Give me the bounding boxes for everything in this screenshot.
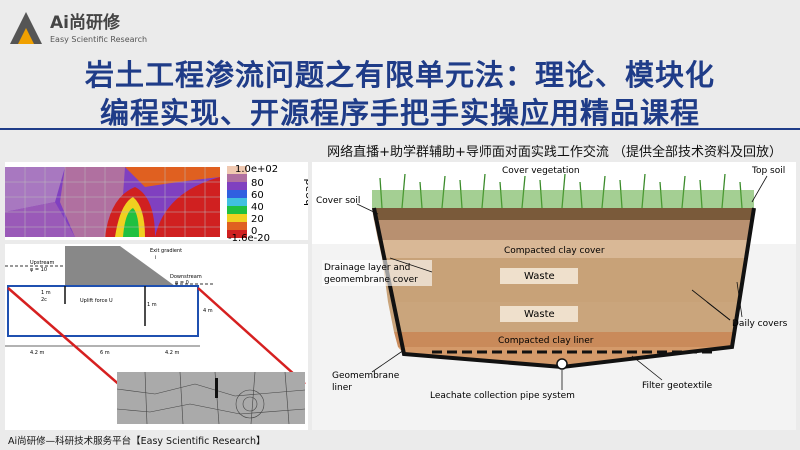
logo-tagline: Easy Scientific Research — [50, 35, 147, 44]
colorbar-label-4: 20 — [251, 214, 264, 225]
dam-dim-6m: 6 m — [100, 350, 110, 356]
dam-upstream: Upstream — [30, 260, 54, 266]
dam-downstream: Downstream — [170, 274, 202, 280]
dam-downstream-phi: φ = 0 — [175, 280, 189, 286]
dam-exit-i: i — [155, 255, 156, 261]
subtitle: 网络直播+助学群辅助+导师面对面实践工作交流 （提供全部技术资料及回放） — [327, 145, 782, 160]
colorbar-swatch — [227, 230, 247, 238]
colorbar-axis-label: head — [302, 179, 308, 206]
label-geomembrane-2: liner — [332, 383, 352, 393]
label-drainage-2: geomembrane cover — [324, 275, 418, 285]
label-drainage: Drainage layer and — [324, 263, 410, 273]
dam-dim-2c: 2c — [41, 297, 47, 303]
colorbar-label-6: -1.6e-20 — [228, 233, 270, 244]
colorbar — [227, 166, 247, 238]
title-rule — [0, 128, 800, 130]
dam-dim-4m: 4 m — [203, 308, 213, 314]
logo-name: Ai尚研修 — [50, 12, 121, 33]
label-leachate: Leachate collection pipe system — [430, 391, 575, 401]
dam-uplift: Uplift force U — [80, 298, 113, 304]
label-filter-geotextile: Filter geotextile — [642, 381, 713, 391]
colorbar-swatch — [227, 174, 247, 182]
label-cover-soil: Cover soil — [316, 196, 360, 206]
dam-seepage-diagram: Upstream φ = 10 Exit gradient i Downstre… — [5, 246, 306, 425]
leachate-pipe-icon — [556, 358, 568, 370]
landfill-cross-section: Cover vegetation Top soil Cover soil Com… — [312, 166, 796, 430]
label-compacted-clay-liner: Compacted clay liner — [498, 336, 594, 346]
colorbar-label-0: 1.0e+02 — [235, 164, 278, 175]
colorbar-label-5: 0 — [251, 226, 257, 237]
logo-mark-icon: Ai尚研修 Easy Scientific Research — [10, 12, 147, 44]
colorbar-swatch — [227, 166, 247, 174]
label-compacted-clay-cover: Compacted clay cover — [504, 246, 605, 256]
colorbar-swatch — [227, 182, 247, 190]
dam-dim-1m: 1 m — [147, 302, 157, 308]
contour-figure: 1.0e+02 80 60 40 20 0 head — [5, 162, 315, 240]
colorbar-swatch — [227, 198, 247, 206]
label-daily-covers: Daily covers — [732, 319, 788, 329]
colorbar-swatch — [227, 206, 247, 214]
label-cover-vegetation: Cover vegetation — [502, 166, 580, 176]
page-title-line1: 岩土工程渗流问题之有限单元法：理论、模块化 — [84, 58, 715, 92]
logo: Ai尚研修 Easy Scientific Research — [6, 6, 176, 46]
label-waste-1: Waste — [524, 271, 555, 282]
mesh-detail-image — [117, 372, 305, 424]
colorbar-label-2: 60 — [251, 190, 264, 201]
dam-seepage-figure: Upstream φ = 10 Exit gradient i Downstre… — [5, 244, 308, 430]
dam-dim-42a: 4.2 m — [30, 350, 45, 356]
dam-upstream-phi: φ = 10 — [30, 267, 47, 273]
landfill-figure: Cover vegetation Top soil Cover soil Com… — [312, 162, 796, 430]
colorbar-swatch — [227, 190, 247, 198]
colorbar-swatch — [227, 222, 247, 230]
label-top-soil: Top soil — [751, 166, 785, 176]
dam-dim-42b: 4.2 m — [165, 350, 180, 356]
colorbar-label-3: 40 — [251, 202, 264, 213]
label-geomembrane: Geomembrane — [332, 371, 400, 381]
page-title-line2: 编程实现、开源程序手把手实操应用精品课程 — [99, 96, 700, 130]
colorbar-swatch — [227, 214, 247, 222]
dam-exit-gradient: Exit gradient — [150, 248, 182, 254]
colorbar-label-1: 80 — [251, 178, 264, 189]
label-waste-2: Waste — [524, 309, 555, 320]
contour-plot-image: 1.0e+02 80 60 40 20 0 head — [5, 164, 315, 238]
footer-text: Ai尚研修—科研技术服务平台【Easy Scientific Research】 — [8, 436, 266, 447]
dam-dim-1m-b: 1 m — [41, 290, 51, 296]
